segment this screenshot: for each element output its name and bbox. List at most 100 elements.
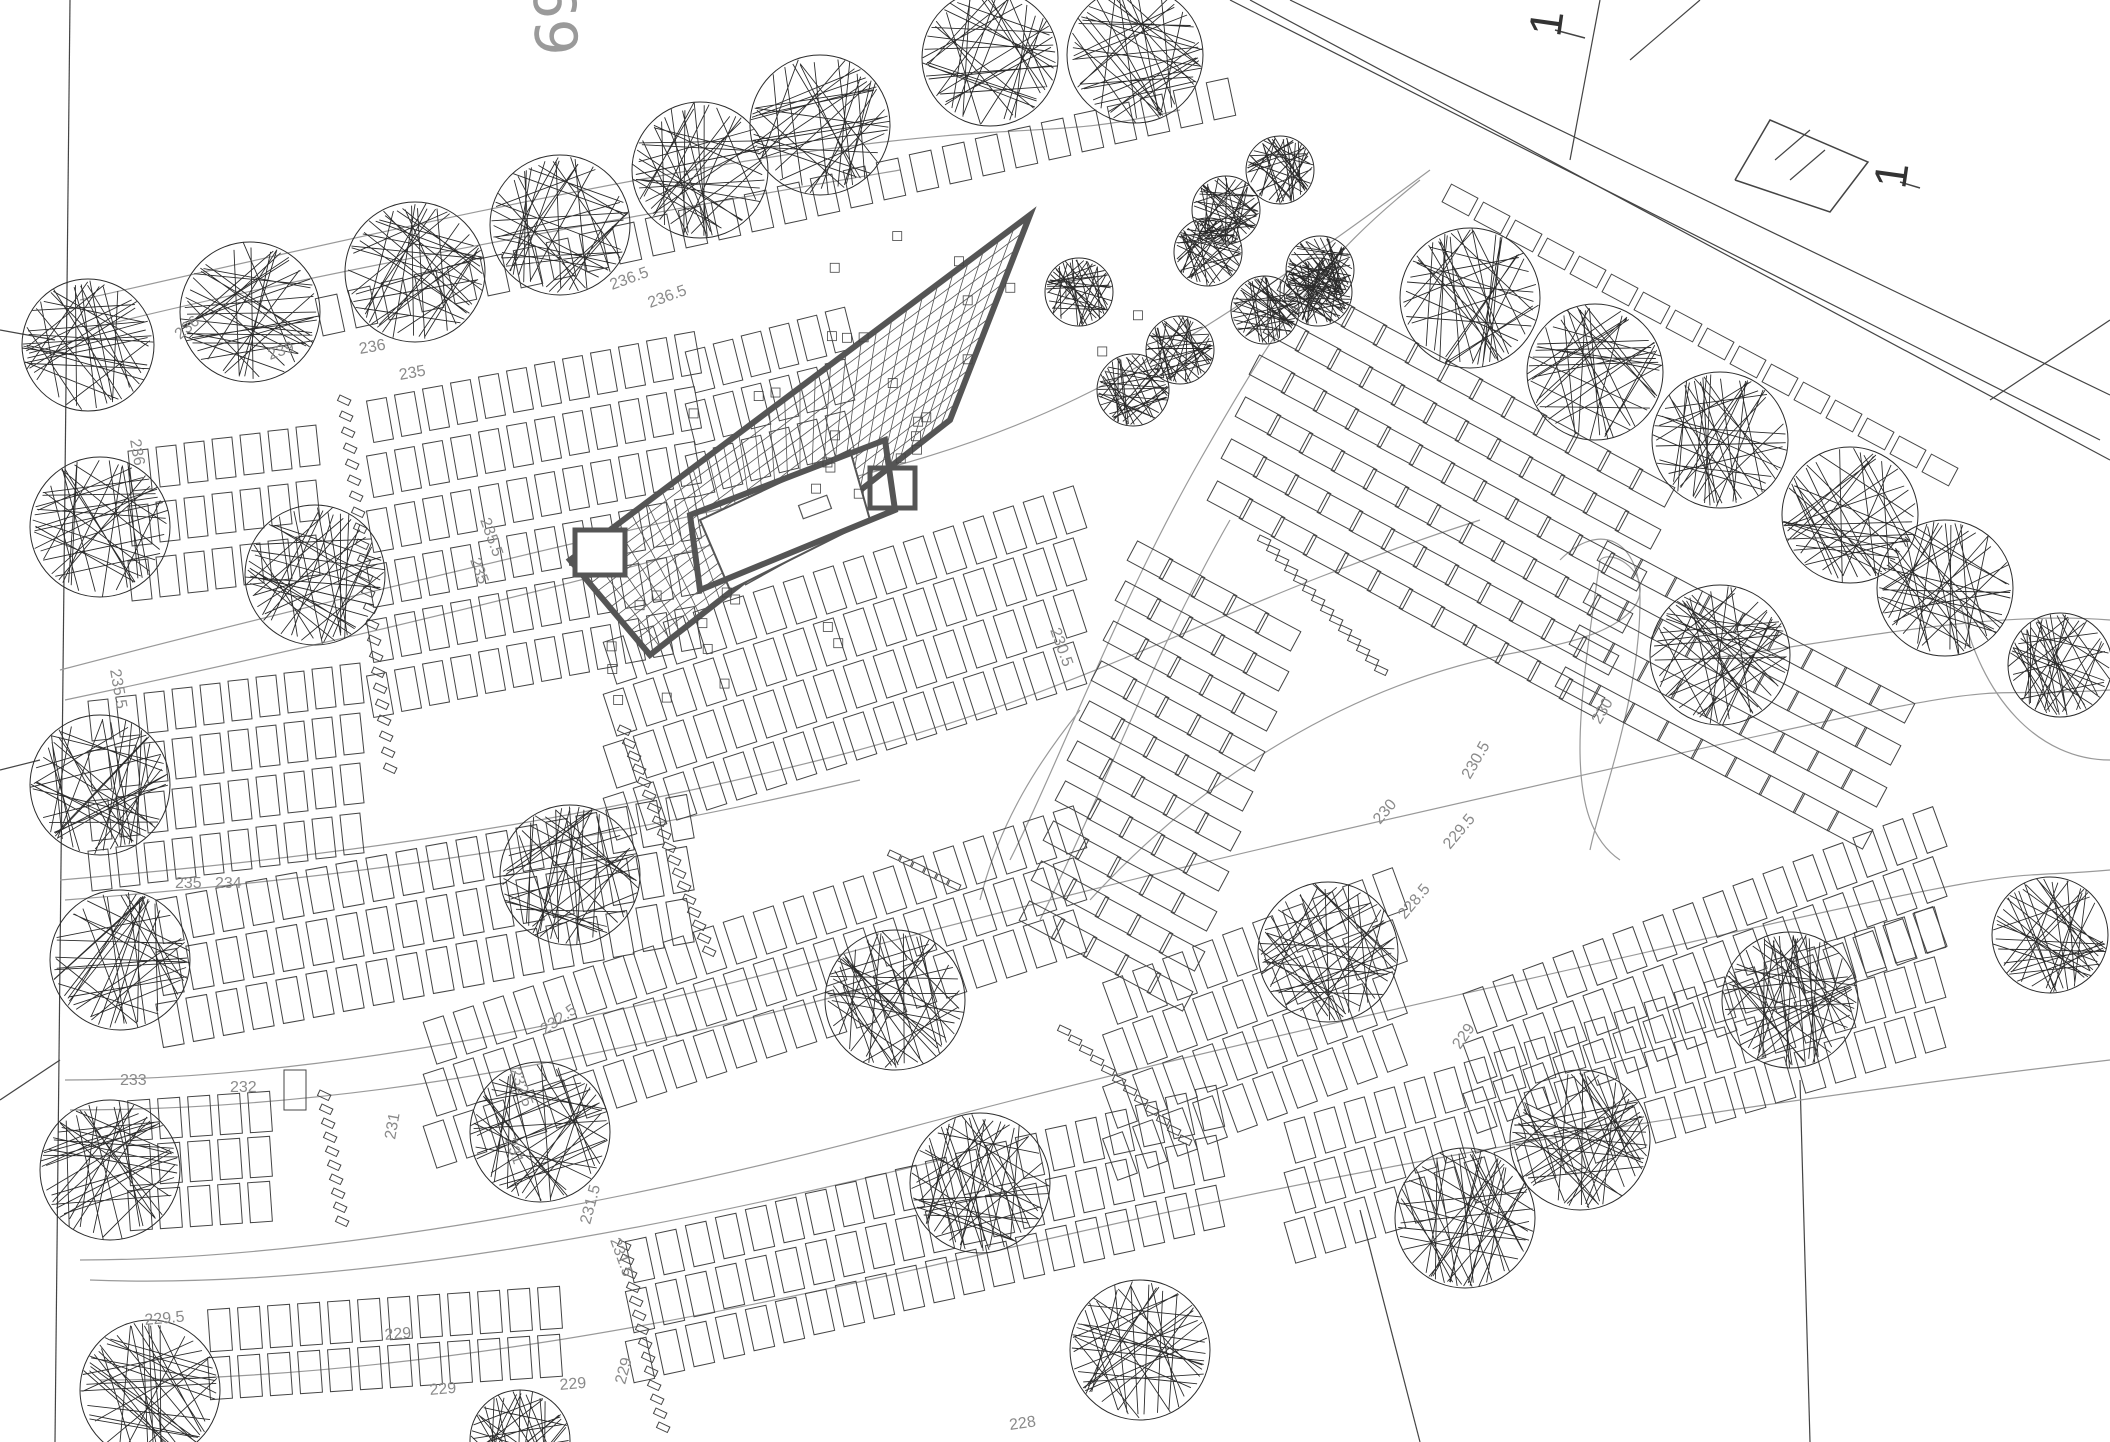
grave-plot [1643, 1046, 1677, 1094]
grave-plot [1492, 1024, 1528, 1072]
grave-plot [1371, 1023, 1409, 1073]
grave-plot [774, 1196, 806, 1244]
stepping-stone [646, 1379, 662, 1392]
grave-plot [393, 501, 423, 547]
stepping-stone [1122, 1084, 1138, 1097]
grave-plot [1476, 582, 1524, 622]
grave-plot [1702, 890, 1738, 938]
grave-plot [1612, 976, 1648, 1024]
grave-plot [684, 398, 716, 446]
grave-plot [1101, 975, 1139, 1025]
grave-plot [1130, 776, 1178, 816]
grave-plot [239, 432, 265, 476]
grave-plot [217, 1137, 243, 1181]
grave-plot [1853, 926, 1887, 974]
grave-plot [143, 840, 169, 884]
grave-plot [365, 957, 395, 1007]
grave-plot [632, 781, 668, 831]
grave-plot [602, 635, 638, 685]
grave-plot [1703, 976, 1737, 1024]
stepping-stone [374, 698, 390, 711]
grave-plot [1312, 390, 1360, 430]
grave-plot [157, 1186, 183, 1230]
grave-plot [1792, 904, 1828, 952]
grave-plot [247, 1180, 273, 1224]
grave-plot [477, 483, 507, 529]
grave-plot [644, 213, 676, 257]
tree-icon [1399, 227, 1541, 369]
stepping-stone [344, 458, 360, 471]
grave-plot [283, 770, 309, 814]
grave-plot [305, 969, 335, 1019]
grave-plot [712, 338, 744, 386]
grave-plot [452, 1057, 488, 1107]
grave-plot [207, 1355, 233, 1401]
grave-plot [1390, 384, 1438, 424]
grave-plot [477, 648, 507, 694]
stepping-stone [1283, 564, 1299, 577]
grave-plot [1444, 564, 1492, 604]
grave-plot [645, 392, 675, 438]
stepping-stone [1364, 654, 1380, 667]
grave-plot [1582, 988, 1618, 1036]
tree-outline [1651, 371, 1789, 509]
grave-plot [812, 989, 848, 1039]
tree-hatching [911, 1114, 1050, 1252]
plaza-stone [613, 695, 624, 705]
grave-plot [782, 627, 818, 677]
grave-plot [1600, 552, 1648, 592]
grave-plot [1106, 856, 1154, 896]
plaza-stone [895, 453, 906, 464]
grave-plot [1118, 816, 1166, 856]
grave-plot [1178, 616, 1226, 656]
stepping-stone [382, 762, 398, 775]
grave-plot [515, 875, 545, 925]
grave-plot [245, 929, 275, 979]
stepping-stone [641, 789, 657, 802]
grave-plot [1134, 638, 1182, 678]
plaza-stone [1097, 346, 1108, 357]
grave-plot [1098, 758, 1146, 798]
tree-outline [1781, 446, 1919, 584]
stepping-stone [352, 522, 368, 535]
grave-plot [187, 1139, 213, 1183]
grave-plot [1523, 1036, 1557, 1084]
grave-plot [1142, 736, 1190, 776]
grave-plot [1341, 1035, 1379, 1085]
grave-plot [455, 835, 485, 885]
grave-plot [632, 997, 668, 1047]
paving-line [583, 248, 1017, 577]
grave-plot [908, 149, 940, 193]
grave-plot [425, 945, 455, 995]
tree-icon [21, 278, 155, 412]
grave-plot [824, 306, 856, 354]
boundary-line [1249, 0, 2110, 461]
stepping-stone [686, 906, 702, 919]
grave-plot [449, 489, 479, 535]
grave-plot [255, 724, 281, 768]
grave-plot [283, 720, 309, 764]
tree-icon [1876, 519, 2014, 657]
grave-plot [1493, 1146, 1527, 1194]
grave-plot [1883, 916, 1917, 964]
grave-plot [1221, 1031, 1259, 1081]
stepping-stone [324, 1145, 340, 1158]
grave-plot [477, 1289, 503, 1335]
boundary-line [1229, 0, 2101, 441]
stepping-stone [696, 932, 712, 945]
tree-hatching [32, 460, 169, 597]
grave-plot [311, 666, 337, 710]
grave-plot [1191, 991, 1229, 1041]
stepping-stone [1067, 1034, 1083, 1047]
grave-plot [1220, 438, 1268, 478]
plaza-stone [822, 622, 833, 632]
grave-plot [537, 1333, 563, 1379]
tree-hatching [1192, 176, 1259, 244]
grave-plot [665, 845, 695, 895]
grave-plot [1762, 916, 1798, 964]
contour-label: 230.5 [1459, 739, 1494, 782]
grave-plot [992, 661, 1028, 711]
grave-plot [1242, 652, 1290, 692]
grave-plot [311, 766, 337, 810]
grave-plot [1868, 684, 1916, 724]
